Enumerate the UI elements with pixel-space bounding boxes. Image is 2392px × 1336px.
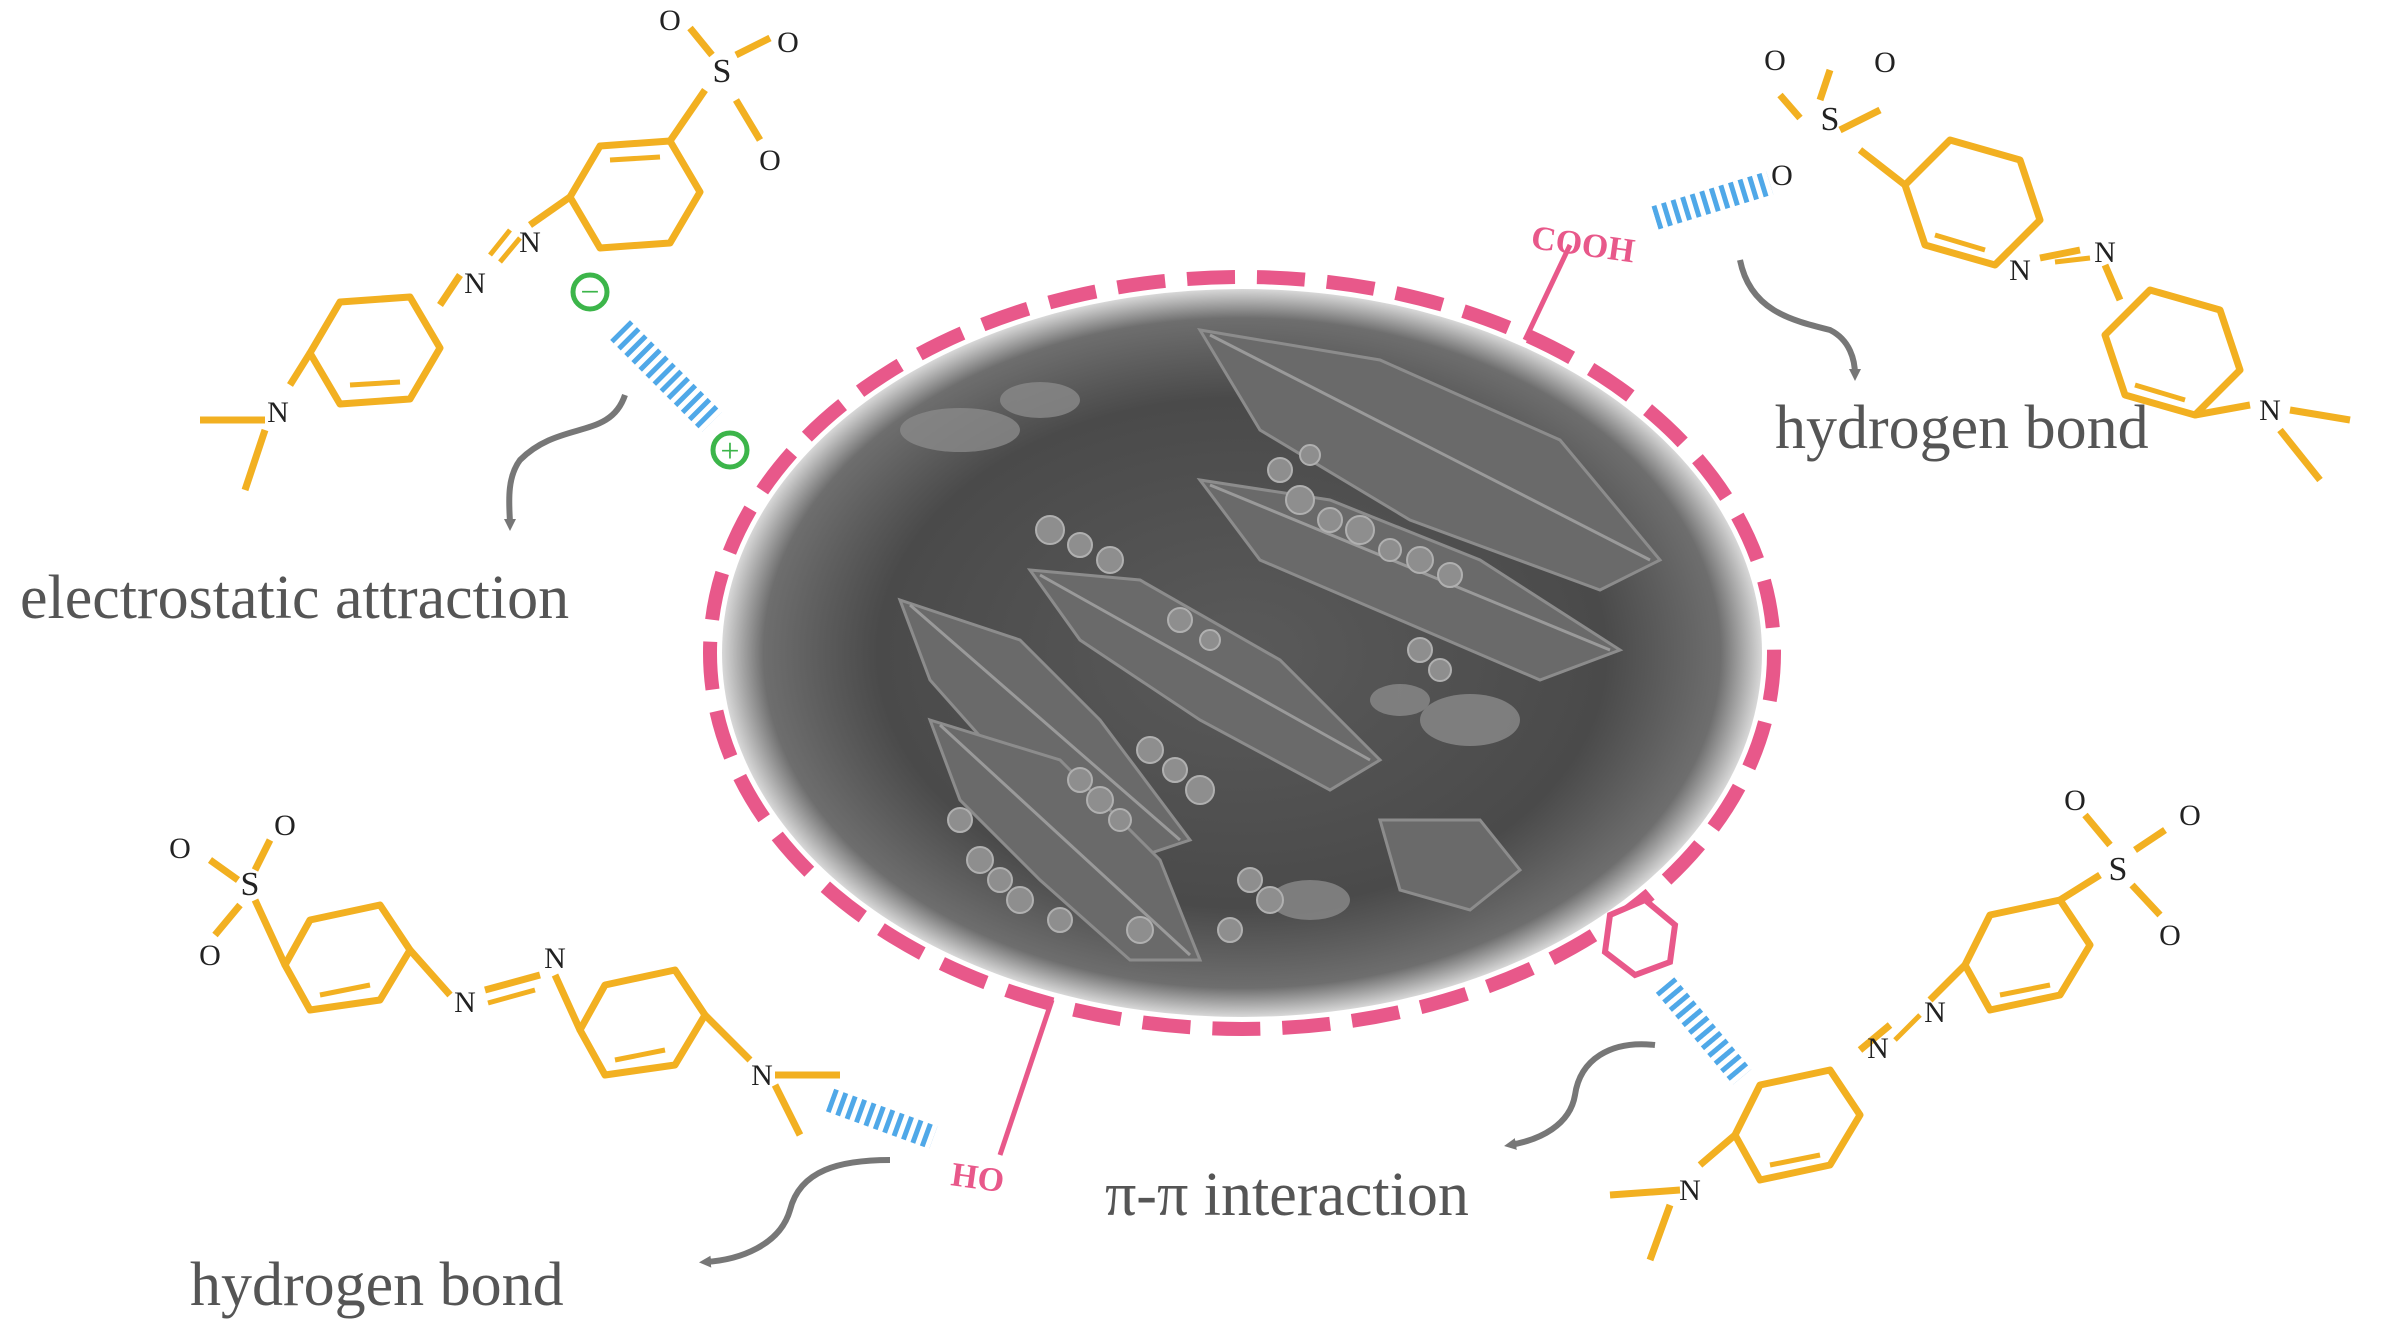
ho-group-label: HO bbox=[949, 1156, 1007, 1200]
atom-s: S bbox=[1821, 101, 1840, 138]
atom-o: O bbox=[2179, 799, 2201, 832]
negative-charge-label: − bbox=[580, 274, 599, 311]
atom-s: S bbox=[241, 866, 260, 903]
atom-n: N bbox=[454, 986, 476, 1019]
atom-o: O bbox=[777, 26, 799, 59]
atom-o: O bbox=[2159, 919, 2181, 952]
ho-hydrogen-bond: HO bbox=[699, 999, 1055, 1268]
cooh-group-label: COOH bbox=[1529, 219, 1637, 270]
label-hydrogen-bond-top: hydrogen bond bbox=[1775, 394, 2149, 462]
label-pi-pi-interaction: π-π interaction bbox=[1105, 1161, 1469, 1229]
pi-pi-dash-bond bbox=[1655, 977, 1752, 1085]
dye-molecule-top-right: S O O O N N N bbox=[1764, 44, 2351, 483]
atom-o: O bbox=[199, 939, 221, 972]
sem-image bbox=[703, 270, 1781, 1036]
atom-n: N bbox=[751, 1059, 773, 1092]
atom-o: O bbox=[759, 144, 781, 177]
atom-o: O bbox=[169, 832, 191, 865]
benzene-ring-icon bbox=[1601, 896, 1679, 979]
atom-o: O bbox=[2064, 784, 2086, 817]
dye-molecule-bottom-right: S O O O N N N bbox=[1609, 784, 2201, 1262]
atom-n: N bbox=[2259, 394, 2281, 427]
positive-charge-icon bbox=[710, 430, 750, 470]
atom-n: N bbox=[519, 226, 541, 259]
positive-charge-label: + bbox=[720, 433, 739, 470]
ho-dash-bond bbox=[825, 1088, 938, 1149]
cooh-hydrogen-bond: COOH bbox=[1522, 171, 1861, 381]
atom-s: S bbox=[713, 53, 732, 90]
label-hydrogen-bond-bottom: hydrogen bond bbox=[190, 1251, 564, 1319]
atom-n: N bbox=[1679, 1174, 1701, 1207]
label-electrostatic-attraction: electrostatic attraction bbox=[20, 564, 569, 632]
cooh-dash-bond bbox=[1651, 171, 1774, 230]
atom-n: N bbox=[2009, 254, 2031, 287]
atom-o: O bbox=[1771, 159, 1793, 192]
atom-o: O bbox=[1764, 44, 1786, 77]
dye-molecule-bottom-left: S O O O N N N bbox=[169, 809, 840, 1137]
atom-o: O bbox=[659, 4, 681, 37]
negative-charge-icon bbox=[570, 272, 610, 312]
curved-arrow-icon bbox=[699, 1157, 891, 1268]
curved-arrow-icon bbox=[503, 393, 628, 531]
atom-n: N bbox=[1924, 996, 1946, 1029]
pi-pi-interaction bbox=[1504, 896, 1752, 1150]
atom-o: O bbox=[274, 809, 296, 842]
atom-n: N bbox=[2094, 236, 2116, 269]
dye-molecule-top-left: S O O O N N N bbox=[200, 4, 799, 492]
atom-n: N bbox=[544, 942, 566, 975]
atom-n: N bbox=[464, 267, 486, 300]
electrostatic-dash-bond bbox=[610, 320, 722, 432]
electrostatic-interaction: − + bbox=[503, 272, 750, 531]
atom-n: N bbox=[267, 396, 289, 429]
curved-arrow-icon bbox=[1737, 259, 1861, 381]
atom-o: O bbox=[1874, 46, 1896, 79]
curved-arrow-icon bbox=[1504, 1041, 1656, 1150]
atom-n: N bbox=[1867, 1032, 1889, 1065]
atom-s: S bbox=[2109, 851, 2128, 888]
